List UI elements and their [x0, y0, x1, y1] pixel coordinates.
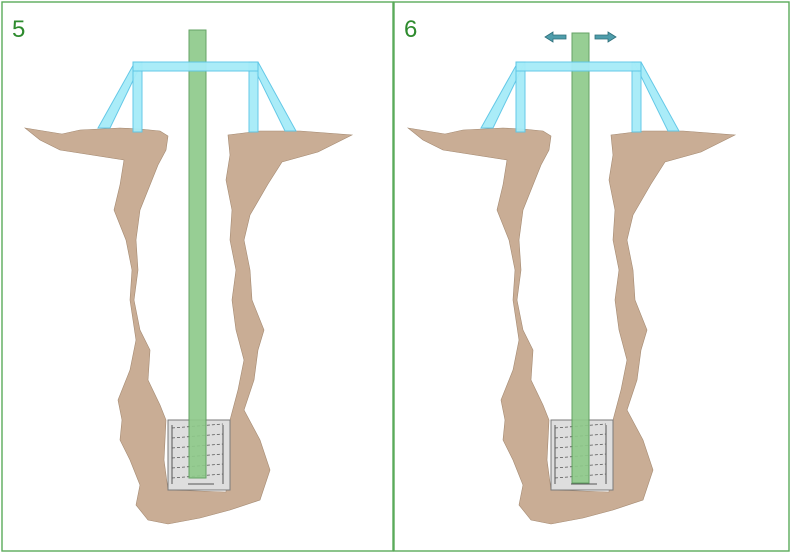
- arrow-right-icon: [594, 31, 617, 43]
- steel-pile: [188, 29, 207, 479]
- step-number: 6: [404, 16, 417, 43]
- arrow-left-icon: [544, 31, 567, 43]
- step-number: 5: [12, 16, 25, 43]
- steel-pile: [571, 32, 590, 484]
- panel-step-6: 6: [393, 1, 790, 552]
- panel-step-5: 5: [1, 1, 394, 552]
